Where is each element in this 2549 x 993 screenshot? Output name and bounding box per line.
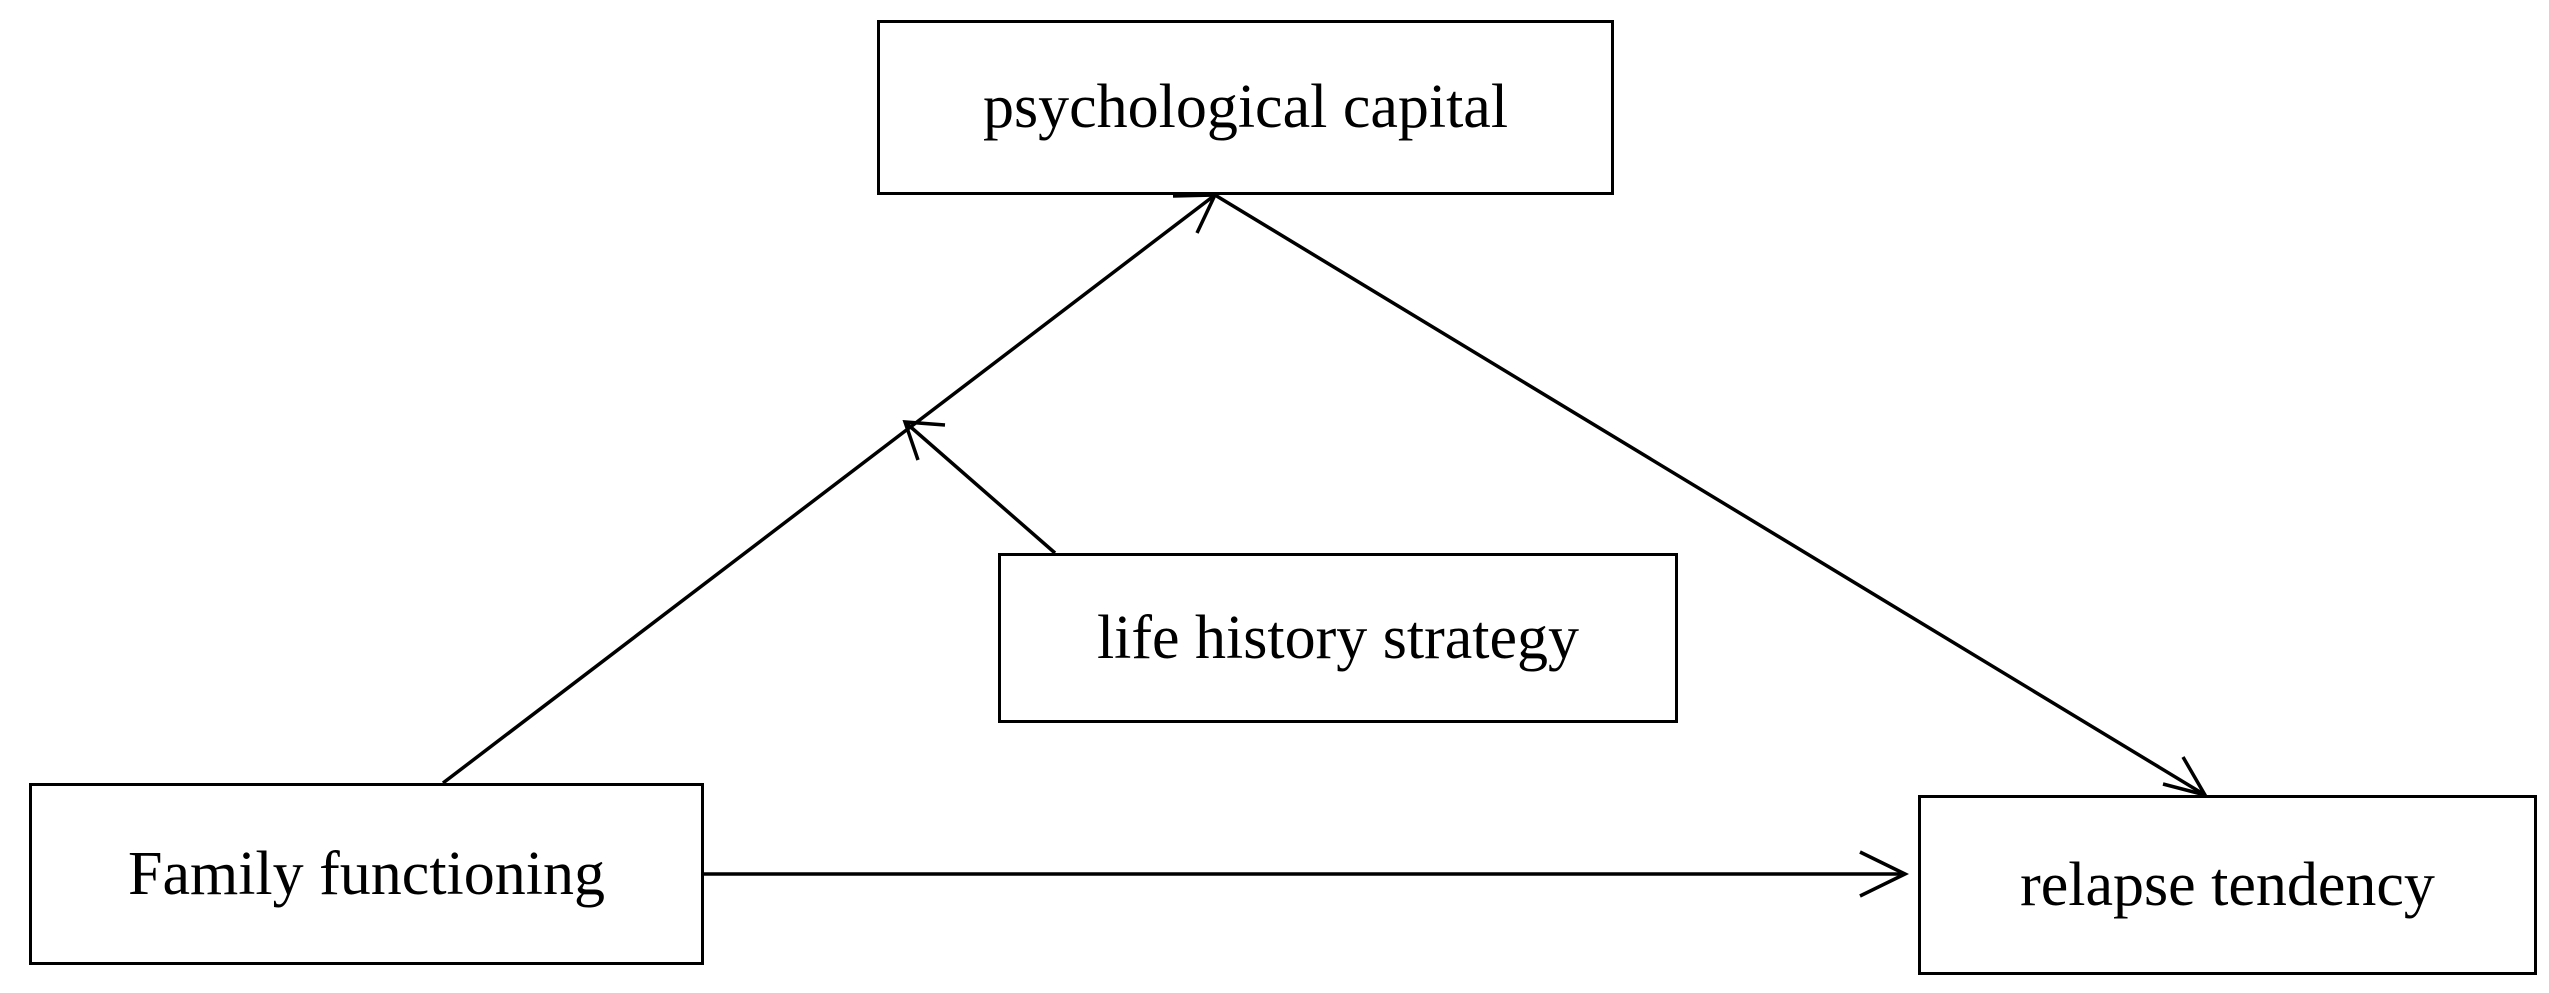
- node-life-history-strategy-label: life history strategy: [1096, 603, 1580, 672]
- node-family-functioning-label: Family functioning: [127, 839, 606, 908]
- edge-family-to-psychological: [441, 193, 1217, 785]
- arrowhead-moderation: [902, 420, 946, 461]
- edge-psychological-to-relapse: [1214, 193, 2206, 797]
- node-psychological-capital-label: psychological capital: [982, 73, 1509, 141]
- node-relapse-tendency-label: relapse tendency: [2020, 850, 2435, 919]
- node-relapse-tendency: relapse tendency: [1918, 795, 2537, 975]
- node-psychological-capital: psychological capital: [877, 20, 1614, 195]
- arrowhead-relapse-from-family: [1859, 850, 1909, 898]
- node-family-functioning: Family functioning: [29, 783, 704, 965]
- node-life-history-strategy: life history strategy: [998, 553, 1678, 723]
- edge-life-history-moderation: [903, 420, 1057, 555]
